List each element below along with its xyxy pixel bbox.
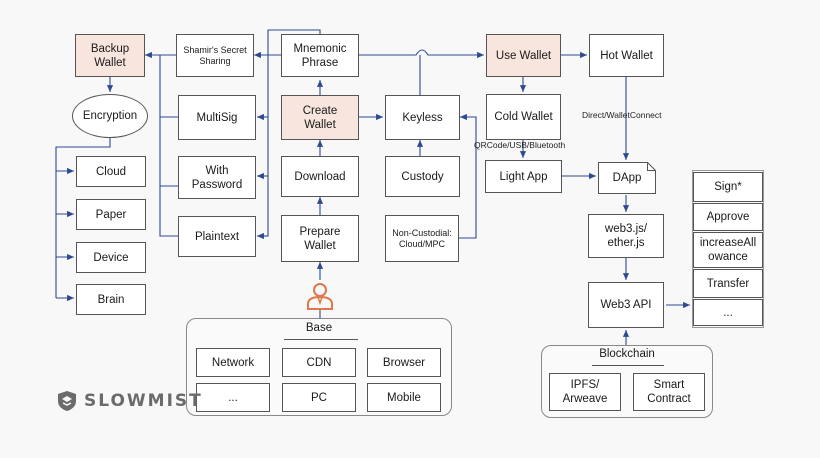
blockchain-smart-contract: Smart Contract (633, 373, 705, 411)
plaintext-node: Plaintext (178, 216, 256, 257)
paper-node: Paper (76, 199, 146, 230)
light-app-node: Light App (485, 160, 562, 193)
dapp-node: DApp (598, 162, 656, 194)
method-more: ... (693, 299, 763, 326)
base-cdn: CDN (282, 348, 356, 377)
custody-node: Custody (385, 156, 460, 197)
web3js-node: web3.js/ ether.js (588, 214, 664, 258)
dapp-label: DApp (612, 172, 642, 184)
cold-wallet-node: Cold Wallet (486, 94, 561, 140)
web3-api-node: Web3 API (588, 282, 664, 328)
blockchain-title-underline (592, 365, 664, 366)
brain-node: Brain (76, 284, 146, 315)
blockchain-title: Blockchain (599, 348, 655, 360)
download-node: Download (281, 156, 359, 197)
method-sign: Sign* (693, 172, 763, 202)
encryption-node: Encryption (72, 94, 148, 138)
qrcode-usb-bluetooth-label: QRCode/USB/Bluetooth (474, 140, 566, 150)
base-network: Network (196, 348, 270, 377)
slowmist-wordmark: SLOWMIST (84, 391, 203, 411)
with-password-node: With Password (178, 156, 256, 199)
base-more: ... (196, 383, 270, 412)
base-title: Base (305, 322, 333, 334)
slowmist-logo: SLOWMIST (56, 390, 203, 412)
device-node: Device (76, 242, 146, 273)
cloud-node: Cloud (76, 156, 146, 187)
user-icon (307, 283, 333, 310)
hot-wallet-node: Hot Wallet (589, 34, 664, 77)
base-pc: PC (282, 383, 356, 412)
use-wallet-node: Use Wallet (486, 34, 561, 77)
base-title-underline (284, 339, 358, 340)
blockchain-ipfs: IPFS/ Arweave (549, 373, 621, 411)
method-approve: Approve (693, 203, 763, 231)
prepare-wallet-node: Prepare Wallet (281, 215, 359, 262)
create-wallet-node: Create Wallet (281, 95, 359, 140)
shamir-secret-sharing-node: Shamir's Secret Sharing (176, 34, 254, 77)
non-custodial-node: Non-Custodial: Cloud/MPC (385, 215, 459, 262)
method-increase-allowance: increaseAll owance (693, 232, 763, 268)
base-browser: Browser (367, 348, 441, 377)
method-transfer: Transfer (693, 269, 763, 298)
document-shape (598, 162, 656, 194)
direct-walletconnect-label: Direct/WalletConnect (582, 110, 662, 120)
backup-wallet-node: Backup Wallet (75, 34, 145, 77)
mnemonic-phrase-node: Mnemonic Phrase (281, 34, 359, 77)
slowmist-shield-icon (58, 391, 76, 411)
base-mobile: Mobile (367, 383, 441, 412)
keyless-node: Keyless (385, 95, 460, 140)
multisig-node: MultiSig (178, 95, 256, 140)
